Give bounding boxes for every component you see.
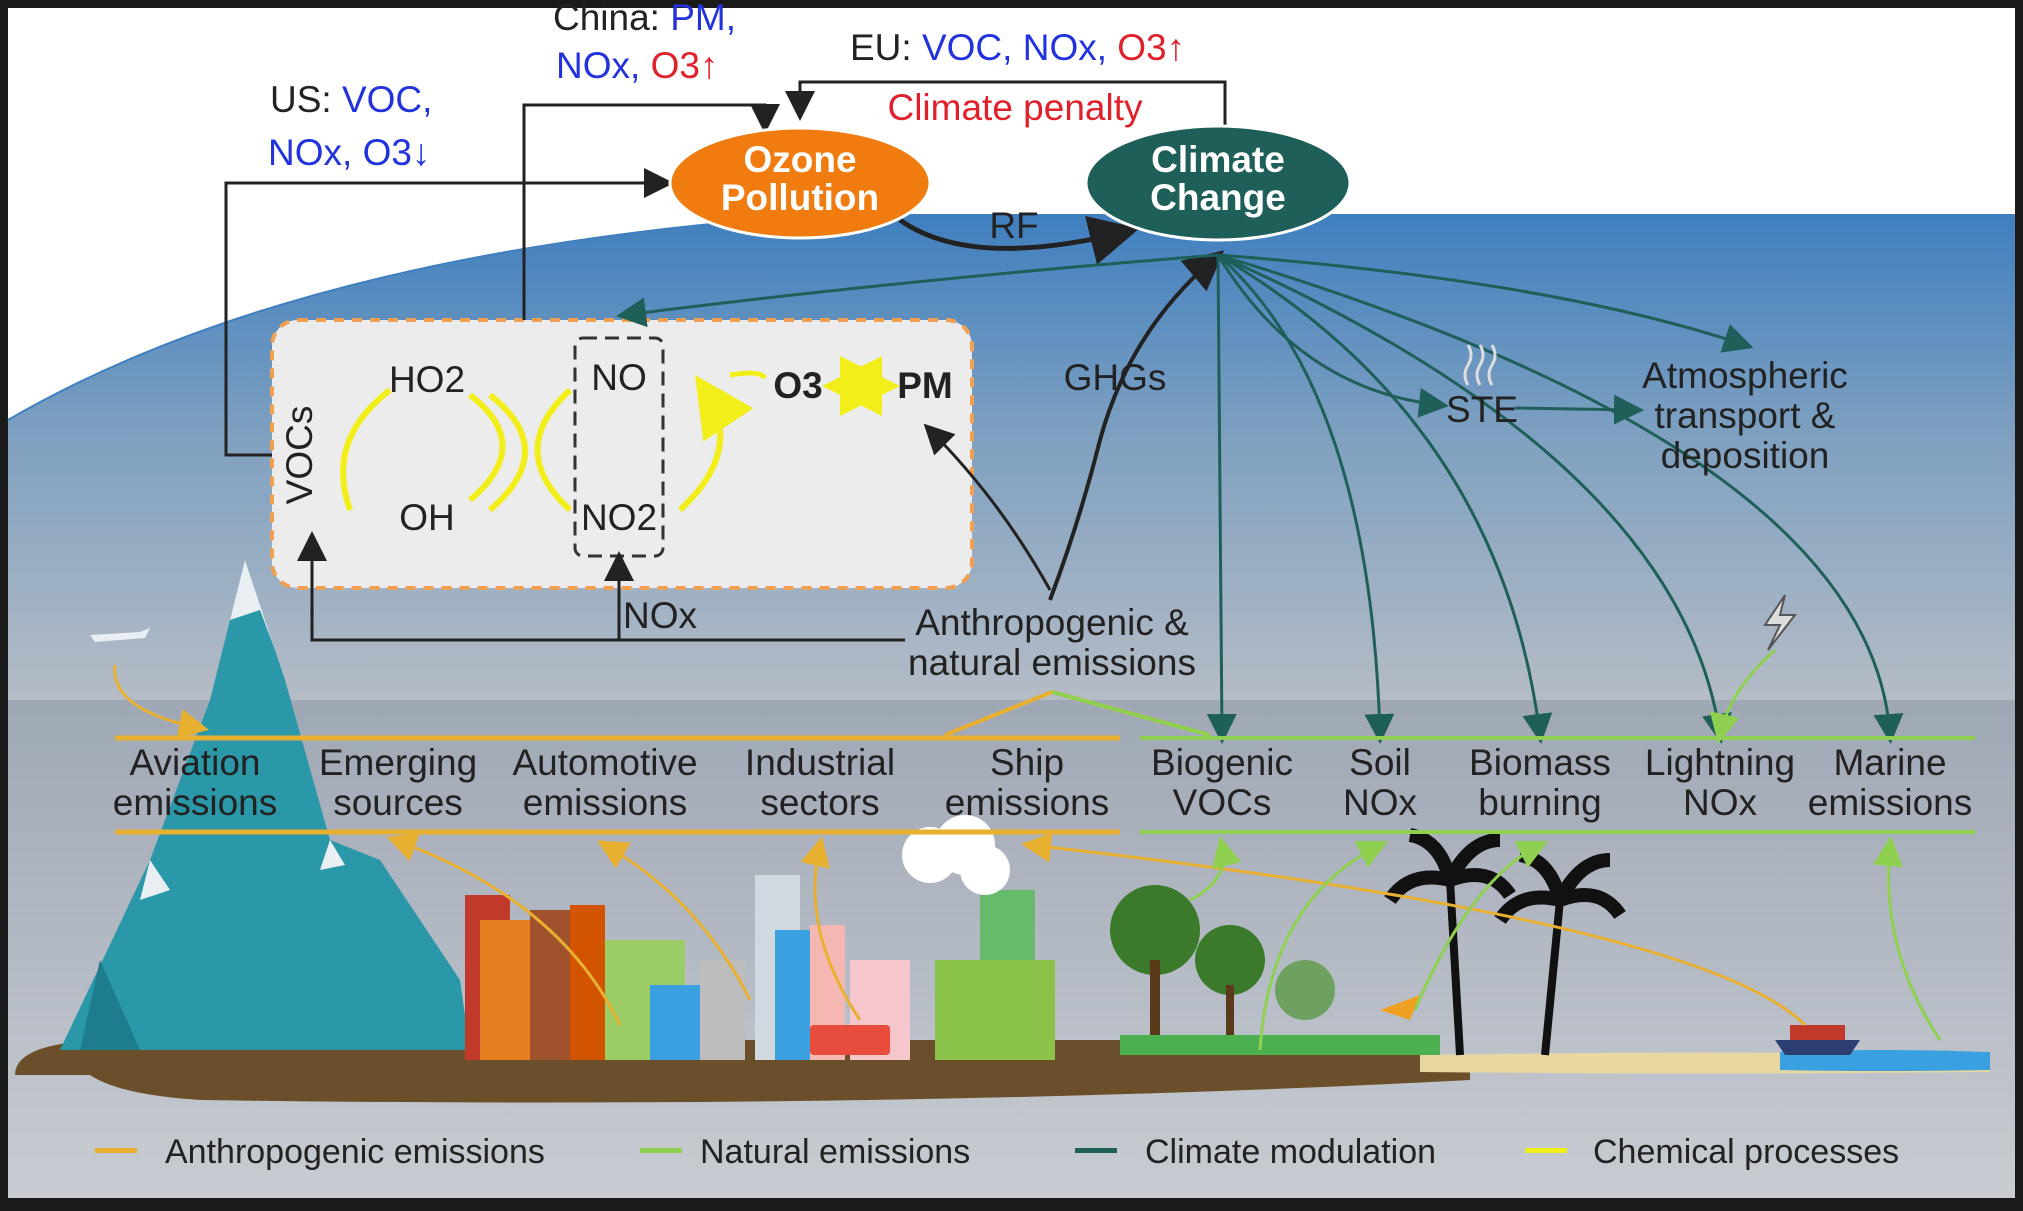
source-bands bbox=[115, 689, 1975, 835]
ship-line2: emissions bbox=[945, 782, 1110, 823]
industrial-line1: Industrial bbox=[745, 742, 895, 783]
trees bbox=[1110, 828, 1626, 1056]
automotive-line2: emissions bbox=[523, 782, 688, 823]
vocs-label: VOCs bbox=[279, 406, 320, 505]
lightning-line1: Lightning bbox=[1645, 742, 1795, 783]
climate-line2: Change bbox=[1150, 177, 1286, 218]
marine-line2: emissions bbox=[1808, 782, 1973, 823]
atmospheric-line2: transport & bbox=[1655, 395, 1836, 436]
eu-label: EU: VOC, NOx, O3↑ bbox=[850, 27, 1185, 68]
automotive-line1: Automotive bbox=[512, 742, 697, 783]
o3-label: O3 bbox=[773, 365, 822, 406]
airplane bbox=[90, 628, 150, 642]
legend-chemical: Chemical processes bbox=[1593, 1133, 1899, 1171]
rf-label: RF bbox=[989, 205, 1038, 246]
climate-change-node: Climate Change bbox=[1084, 124, 1352, 242]
city bbox=[465, 815, 1055, 1060]
svg-text:China: PM,: China: PM, bbox=[553, 0, 736, 38]
atmospheric-line1: Atmospheric bbox=[1642, 355, 1848, 396]
svg-text:NOx, O3↑: NOx, O3↑ bbox=[556, 45, 718, 86]
climate-modulation-arrows bbox=[616, 253, 1904, 744]
chemistry-box: VOCs HO2 OH NO NO2 O3 PM bbox=[270, 318, 974, 590]
us-label: US: VOC, NOx, O3↓ bbox=[268, 79, 432, 173]
ozone-pollution-node: Ozone Pollution bbox=[668, 126, 932, 240]
ozone-line2: Pollution bbox=[721, 177, 879, 218]
svg-text:EU: VOC, NOx, O3↑: EU: VOC, NOx, O3↑ bbox=[850, 27, 1185, 68]
legend-natural: Natural emissions bbox=[700, 1133, 970, 1171]
biogenic-line1: Biogenic bbox=[1151, 742, 1293, 783]
source-labels: Aviation emissions Emerging sources Auto… bbox=[113, 742, 1973, 823]
ste-label: STE bbox=[1446, 389, 1518, 430]
ghgs-label: GHGs bbox=[1064, 357, 1167, 398]
mountain bbox=[60, 560, 470, 1050]
china-label: China: PM, NOx, O3↑ bbox=[553, 0, 736, 86]
emerging-line1: Emerging bbox=[319, 742, 477, 783]
nox-label: NOx bbox=[623, 595, 698, 636]
soil-line2: NOx bbox=[1343, 782, 1418, 823]
pm-label: PM bbox=[897, 365, 953, 406]
lightning-line2: NOx bbox=[1683, 782, 1758, 823]
ship-line1: Ship bbox=[990, 742, 1064, 783]
no2-label: NO2 bbox=[581, 497, 657, 538]
legend-swatch-chemical bbox=[1525, 1148, 1567, 1153]
legend-climate: Climate modulation bbox=[1145, 1133, 1436, 1171]
anthropogenic-line1: Anthropogenic & bbox=[915, 602, 1189, 643]
landscape-illustration bbox=[15, 560, 1990, 1103]
ho2-label: HO2 bbox=[389, 359, 465, 400]
biogenic-line2: VOCs bbox=[1173, 782, 1272, 823]
lightning-icon bbox=[1763, 594, 1798, 651]
soil-line1: Soil bbox=[1349, 742, 1411, 783]
legend-anthropogenic: Anthropogenic emissions bbox=[165, 1133, 545, 1171]
climate-line1: Climate bbox=[1151, 139, 1285, 180]
aviation-line2: emissions bbox=[113, 782, 278, 823]
biomass-line2: burning bbox=[1478, 782, 1601, 823]
feedback-arrows bbox=[224, 80, 1227, 642]
no-label: NO bbox=[591, 357, 647, 398]
emission-pathways bbox=[113, 648, 1942, 1051]
anthropogenic-line2: natural emissions bbox=[908, 642, 1196, 683]
legend-swatch-anthropogenic bbox=[95, 1148, 137, 1153]
ozone-line1: Ozone bbox=[743, 139, 856, 180]
ste-icon bbox=[1463, 344, 1497, 386]
svg-text:NOx, O3↓: NOx, O3↓ bbox=[268, 132, 430, 173]
ship bbox=[1775, 1025, 1860, 1055]
legend-swatch-climate bbox=[1075, 1148, 1117, 1153]
svg-text:US: VOC,: US: VOC, bbox=[270, 79, 432, 120]
atmospheric-line3: deposition bbox=[1661, 435, 1830, 476]
marine-line1: Marine bbox=[1833, 742, 1946, 783]
legend: Anthropogenic emissions Natural emission… bbox=[95, 1133, 1899, 1171]
emerging-line2: sources bbox=[333, 782, 463, 823]
climate-penalty-label: Climate penalty bbox=[887, 87, 1143, 128]
biomass-line1: Biomass bbox=[1469, 742, 1611, 783]
legend-swatch-natural bbox=[640, 1148, 682, 1153]
oh-label: OH bbox=[399, 497, 455, 538]
industrial-line2: sectors bbox=[760, 782, 879, 823]
aviation-line1: Aviation bbox=[130, 742, 261, 783]
